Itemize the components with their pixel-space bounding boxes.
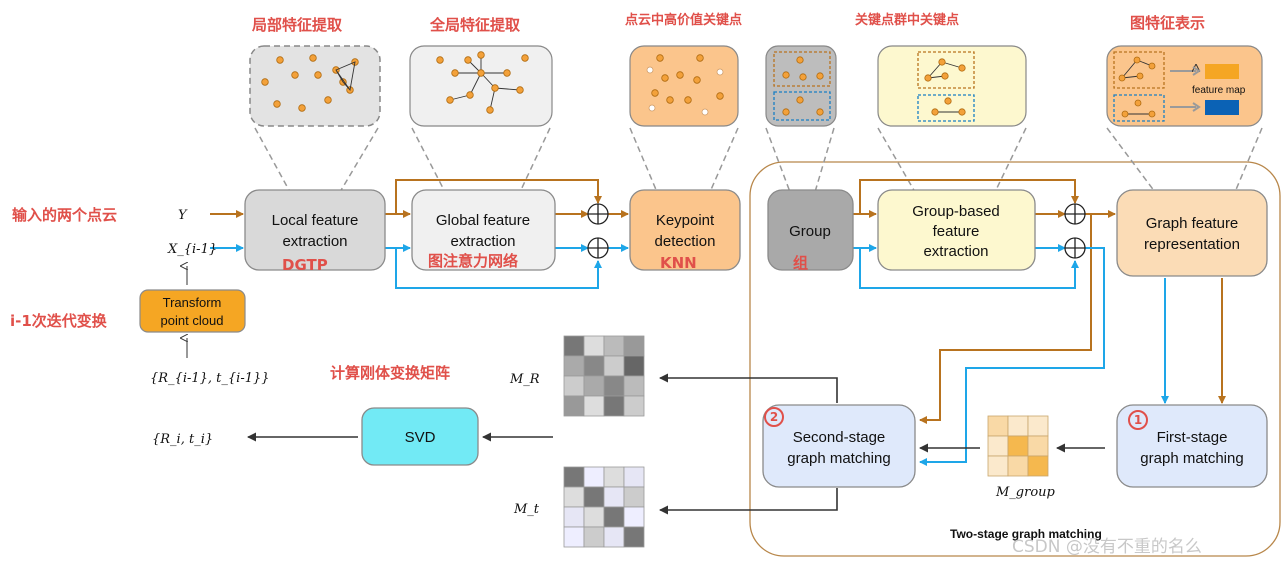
zoom-cones: [254, 127, 1263, 193]
svg-text:graph matching: graph matching: [1140, 450, 1243, 467]
brown-connectors: [210, 179, 1226, 424]
matrix-m-r-label: M_R: [509, 372, 540, 387]
matrix-m-r: [563, 335, 645, 417]
note-input-clouds: 输入的两个点云: [12, 206, 117, 224]
transform-box: Transform point cloud: [139, 289, 246, 333]
note-dgtp: DGTP: [282, 256, 328, 274]
group-based-thumbnail: [877, 45, 1027, 127]
keypoint-detection-box: Keypoint detection: [629, 189, 741, 271]
note-group-keypoints: 关键点群中关键点: [855, 12, 959, 28]
svg-text:Second-stage: Second-stage: [793, 429, 886, 446]
svg-text:Group-based: Group-based: [912, 203, 1000, 220]
note-graph-repr: 图特征表示: [1130, 14, 1205, 32]
note-keypoints: 点云中高价值关键点: [625, 12, 742, 28]
note-knn: KNN: [660, 254, 697, 272]
svg-text:1: 1: [1134, 413, 1142, 427]
global-thumbnail: [409, 45, 553, 127]
input-x-prev: X_{i-1}: [167, 242, 217, 257]
note-circle-1: 1: [1128, 410, 1148, 430]
svg-text:detection: detection: [655, 233, 716, 250]
note-iterative: i-1次迭代变换: [10, 312, 108, 330]
blue-connectors: [210, 244, 1169, 466]
local-thumbnail: [249, 45, 381, 127]
feature-map-label: feature map: [1192, 85, 1246, 96]
note-compute-matrix: 计算刚体变换矩阵: [330, 364, 450, 382]
group-box: Group: [767, 189, 854, 271]
matrix-m-t: [563, 466, 645, 548]
svg-text:representation: representation: [1144, 236, 1240, 253]
note-circle-2: 2: [764, 407, 784, 427]
group-based-box: Group-based feature extraction: [877, 189, 1036, 271]
keypoint-thumbnail: [629, 45, 739, 127]
matrix-m-t-label: M_t: [513, 502, 540, 517]
note-attention: 图注意力网络: [428, 252, 518, 270]
svg-text:Transform: Transform: [163, 295, 222, 310]
graph-feature-box: Graph feature representation: [1116, 189, 1268, 277]
global-feature-box: Global feature extraction: [411, 189, 556, 271]
note-zu: 组: [793, 254, 808, 272]
dark-connectors: [247, 373, 1105, 515]
svg-text:extraction: extraction: [450, 233, 515, 250]
svg-text:Graph feature: Graph feature: [1146, 215, 1239, 232]
local-feature-box: Local feature extraction: [244, 189, 386, 271]
second-stage-box: Second-stage graph matching: [762, 404, 916, 488]
svg-text:Global feature: Global feature: [436, 212, 530, 229]
output-rt: {R_i, t_i}: [152, 432, 213, 447]
svg-text:Local feature: Local feature: [272, 212, 359, 229]
two-stage-label: Two-stage graph matching: [950, 527, 1102, 541]
note-global: 全局特征提取: [429, 16, 521, 34]
svd-box: SVD: [361, 407, 479, 466]
svg-text:Group: Group: [789, 223, 831, 240]
matrix-m-group-label: M_group: [995, 485, 1056, 500]
svg-text:Keypoint: Keypoint: [656, 212, 715, 229]
svg-text:feature: feature: [933, 223, 980, 240]
input-rt-prev: {R_{i-1}, t_{i-1}}: [150, 371, 270, 386]
svg-text:First-stage: First-stage: [1157, 429, 1228, 446]
input-y: Y: [178, 208, 188, 223]
svg-text:extraction: extraction: [282, 233, 347, 250]
svg-text:SVD: SVD: [405, 429, 436, 446]
first-stage-box: First-stage graph matching: [1116, 404, 1268, 488]
watermark: CSDN @没有不重的名么: [1012, 537, 1202, 557]
svg-text:point cloud: point cloud: [161, 313, 224, 328]
group-thumbnail: [765, 45, 837, 127]
two-stage-container: [749, 161, 1281, 557]
matrix-m-group: [987, 415, 1049, 477]
svg-text:2: 2: [770, 410, 778, 424]
note-local: 局部特征提取: [251, 16, 343, 34]
svg-text:extraction: extraction: [923, 243, 988, 260]
sum-nodes: [587, 203, 1086, 259]
graph-feature-thumbnail: feature map: [1106, 45, 1263, 127]
svg-text:graph matching: graph matching: [787, 450, 890, 467]
